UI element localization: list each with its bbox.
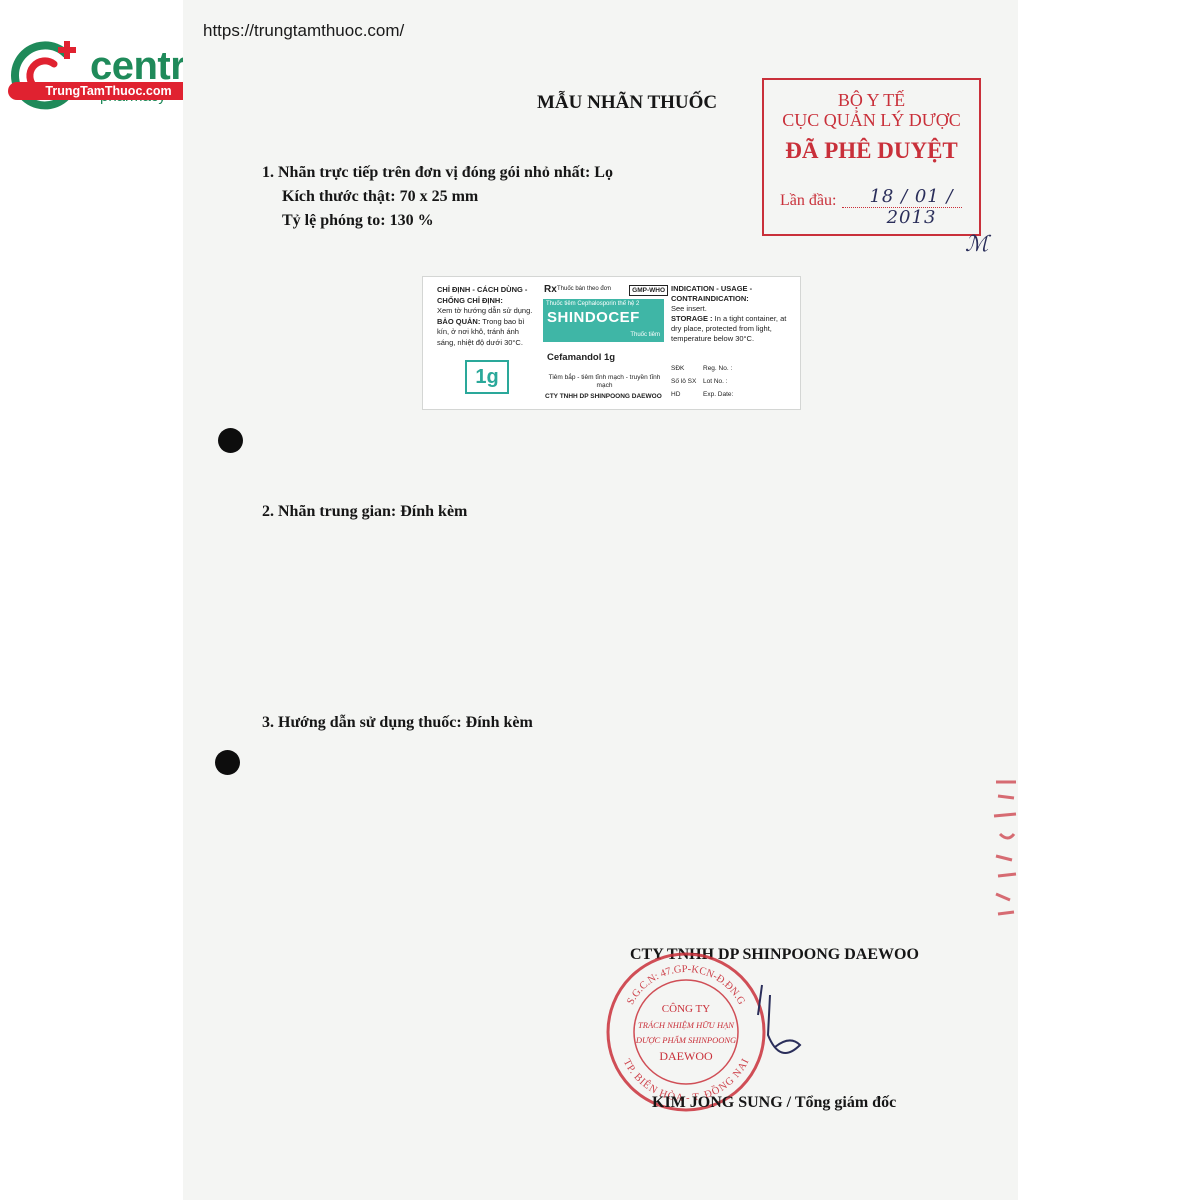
label-strength-box: 1g (465, 360, 509, 394)
section1-scale: Tỷ lệ phóng to: 130 % (282, 212, 434, 229)
seal-center-line4: DAEWOO (659, 1049, 713, 1063)
rx-prescription-text: Thuốc bán theo đơn (557, 286, 611, 292)
label-see-insert: Xem tờ hướng dẫn sử dụng. (437, 306, 533, 315)
company-name: CTY TNHH DP SHINPOONG DAEWOO (630, 946, 919, 963)
section2-heading: 2. Nhãn trung gian: Đính kèm (262, 503, 468, 520)
label-lot-vi: Số lô SX (671, 378, 697, 385)
seal-ring-top: S.G.C.N: 47.GP-KCN-Đ.ĐN.G (625, 964, 747, 1007)
label-en-contraindication-heading: CONTRAINDICATION: (671, 294, 749, 303)
seal-center-line2: TRÁCH NHIỆM HỮU HẠN (638, 1020, 735, 1030)
label-lot-en: Lot No. : (703, 378, 728, 385)
document-title: MẪU NHÃN THUỐC (537, 92, 718, 113)
pharmacy-cross-logo-icon (11, 41, 76, 110)
label-exp-en: Exp. Date: (703, 391, 734, 398)
section1-heading: 1. Nhãn trực tiếp trên đơn vị đóng gói n… (262, 164, 613, 181)
edge-seal-fragment-icon (993, 780, 1017, 916)
company-seal-icon: S.G.C.N: 47.GP-KCN-Đ.ĐN.G TP. BIÊN HÒA -… (606, 952, 766, 1112)
handwritten-signature-icon (757, 984, 802, 1054)
brand-website-strip: TrungTamThuoc.com (8, 82, 209, 100)
punch-hole (218, 428, 243, 453)
stamp-agency: CỤC QUẢN LÝ DƯỢC (782, 110, 961, 130)
label-reg-en: Reg. No. : (703, 365, 733, 372)
document-page (183, 0, 1018, 1200)
active-ingredient: Cefamandol 1g (547, 352, 616, 363)
approval-stamp: BỘ Y TẾ CỤC QUẢN LÝ DƯỢC ĐÃ PHÊ DUYỆT Lầ… (762, 78, 981, 236)
label-left-panel: CHỈ ĐỊNH - CÁCH DÙNG - CHỐNG CHỈ ĐỊNH: X… (437, 285, 535, 348)
drug-form: Thuốc tiêm (630, 332, 660, 338)
label-lot-row: Số lô SX Lot No. : (671, 378, 728, 385)
label-en-storage-text: In a tight container, at dry place, prot… (671, 314, 787, 343)
label-exp-row: HD Exp. Date: (671, 391, 733, 398)
stamp-date-handwritten: 18 / 01 / 2013 (869, 186, 954, 228)
label-exp-vi: HD (671, 391, 681, 398)
punch-hole (215, 750, 240, 775)
administration-route: Tiêm bắp - tiêm tĩnh mạch - truyền tĩnh … (548, 374, 661, 389)
stamp-date-line (842, 207, 962, 208)
manufacturer-line: CTY TNHH DP SHINPOONG DAEWOO (545, 393, 662, 400)
label-reg-row: SĐK Reg. No. : (671, 365, 732, 372)
stamp-ministry: BỘ Y TẾ (837, 90, 906, 110)
rx-symbol: Rx (544, 284, 557, 295)
brand-band: Thuốc tiêm Cephalosporin thế hệ 2 SHINDO… (543, 299, 664, 342)
source-url: https://trungtamthuoc.com/ (203, 21, 405, 40)
label-indication-heading: CHỈ ĐỊNH - CÁCH DÙNG - (437, 285, 528, 294)
label-reg-vi: SĐK (671, 365, 685, 372)
handwritten-initial: ℳ (965, 232, 989, 257)
label-en-storage-heading: STORAGE : (671, 314, 713, 323)
seal-center-line3: DƯỢC PHẨM SHINPOONG (635, 1035, 736, 1045)
seal-center-line1: CÔNG TY (662, 1003, 710, 1015)
drug-label-sample: CHỈ ĐỊNH - CÁCH DÙNG - CHỐNG CHỈ ĐỊNH: X… (422, 276, 801, 410)
gmp-badge: GMP-WHO (629, 285, 668, 296)
svg-text:S.G.C.N: 47.GP-KCN-Đ.ĐN.G: S.G.C.N: 47.GP-KCN-Đ.ĐN.G (625, 964, 747, 1007)
label-right-panel: INDICATION - USAGE - CONTRAINDICATION: S… (671, 284, 796, 344)
drug-brand-name: SHINDOCEF (547, 309, 640, 326)
signer-name-title: KIM JONG SUNG / Tổng giám đốc (652, 1094, 897, 1111)
drug-category: Thuốc tiêm Cephalosporin thế hệ 2 (546, 301, 640, 307)
stamp-approved: ĐÃ PHÊ DUYỆT (785, 138, 958, 163)
label-en-see-insert: See insert. (671, 304, 707, 313)
label-center-panel: Rx Thuốc bán theo đơn GMP-WHO Thuốc tiêm… (541, 284, 668, 402)
section3-heading: 3. Hướng dẫn sử dụng thuốc: Đính kèm (262, 714, 533, 731)
stamp-date-label: Lần đầu: (780, 192, 837, 209)
label-en-indication-heading: INDICATION - USAGE - (671, 284, 753, 293)
section1-size: Kích thước thật: 70 x 25 mm (282, 188, 479, 205)
label-contraindication-heading: CHỐNG CHỈ ĐỊNH: (437, 295, 503, 305)
label-storage-heading: BẢO QUẢN: (437, 316, 481, 326)
label-storage-text: Trong bao bì kín, ở nơi khô, tránh ánh s… (437, 316, 525, 347)
